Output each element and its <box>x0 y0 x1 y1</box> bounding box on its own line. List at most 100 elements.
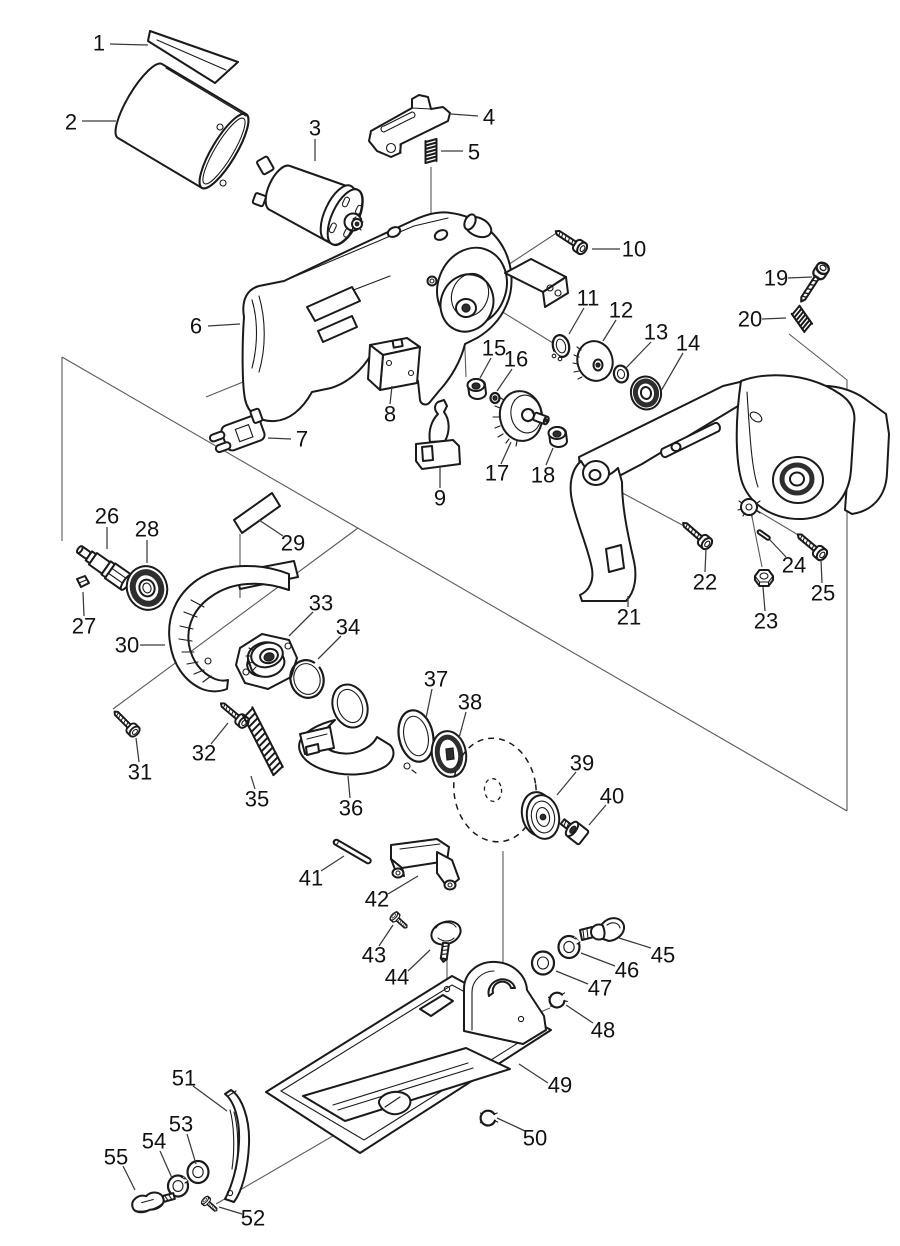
spindle-26-drawing <box>75 545 134 591</box>
part-label-32: 32 <box>192 741 216 766</box>
part-leader-16 <box>496 368 513 392</box>
compression-spring-drawing <box>424 138 438 164</box>
bushing-15-drawing <box>466 378 487 400</box>
part-label-26: 26 <box>95 504 119 529</box>
screw-52-drawing <box>199 1194 221 1215</box>
spring-washer-46-drawing <box>557 934 581 960</box>
part-label-27: 27 <box>72 614 96 639</box>
part-label-43: 43 <box>362 943 386 968</box>
spring-20-drawing <box>789 304 815 333</box>
part-leader-47 <box>555 970 589 985</box>
part-label-24: 24 <box>782 553 806 578</box>
screw-31-drawing <box>109 706 143 740</box>
part-leader-45 <box>618 937 652 949</box>
part-label-7: 7 <box>296 427 308 452</box>
part-label-33: 33 <box>309 591 333 616</box>
spring-35-drawing <box>242 706 284 777</box>
part-leader-41 <box>320 855 345 872</box>
spring-washer-54-drawing <box>166 1174 190 1198</box>
part-leader-31 <box>135 737 140 763</box>
part-leader-33 <box>288 611 314 637</box>
part-label-8: 8 <box>384 402 396 427</box>
handle-housing-drawing <box>569 374 890 602</box>
part-leader-23 <box>762 586 766 612</box>
part-label-3: 3 <box>309 116 321 141</box>
part-label-19: 19 <box>764 266 788 291</box>
part-label-6: 6 <box>190 314 202 339</box>
part-leader-1 <box>109 43 149 46</box>
part-leader-29 <box>258 519 284 537</box>
part-leader-8 <box>389 385 393 405</box>
safety-cover-drawing <box>298 683 395 776</box>
part-leader-53 <box>186 1133 197 1165</box>
ball-bearing-14-drawing <box>629 375 663 411</box>
part-label-10: 10 <box>622 237 646 262</box>
part-label-13: 13 <box>644 320 668 345</box>
part-leader-38 <box>458 711 467 739</box>
part-label-29: 29 <box>281 531 305 556</box>
e-ring-50-drawing <box>476 1107 502 1130</box>
part-label-38: 38 <box>458 690 482 715</box>
guide-rule-drawing <box>224 1089 251 1203</box>
part-leader-43 <box>378 924 394 947</box>
part-label-37: 37 <box>424 667 448 692</box>
part-label-23: 23 <box>754 609 778 634</box>
part-leader-18 <box>545 447 554 466</box>
screw-10-drawing <box>551 224 591 257</box>
part-label-25: 25 <box>811 581 835 606</box>
part-leader-37 <box>425 688 433 719</box>
switch-drawing <box>367 337 421 391</box>
part-leader-46 <box>580 952 616 967</box>
washer-13-drawing <box>612 364 630 384</box>
clamp-lever-45-drawing <box>579 917 626 942</box>
screw-43-drawing <box>388 910 411 933</box>
part-label-20: 20 <box>738 307 762 332</box>
gear-12-drawing <box>572 340 614 382</box>
e-ring-48-drawing <box>547 991 569 1009</box>
part-label-35: 35 <box>245 787 269 812</box>
part-leader-6 <box>207 323 241 327</box>
washer-53-drawing <box>186 1159 210 1185</box>
circlip-11-drawing <box>551 334 571 362</box>
ring-34-drawing <box>289 659 325 699</box>
part-label-44: 44 <box>385 965 409 990</box>
part-label-21: 21 <box>617 605 641 630</box>
part-label-14: 14 <box>676 331 700 356</box>
pin-24-drawing <box>756 529 771 541</box>
part-label-28: 28 <box>135 517 159 542</box>
part-label-40: 40 <box>600 784 624 809</box>
screw-22-drawing <box>677 517 716 553</box>
part-leader-25 <box>820 559 823 584</box>
dc-motor-drawing <box>251 155 364 246</box>
part-leader-34 <box>317 635 342 660</box>
hex-nut-23-drawing <box>754 569 774 587</box>
latch-bracket-drawing <box>368 94 451 158</box>
part-label-52: 52 <box>241 1206 265 1231</box>
ball-bearing-28-drawing <box>125 565 169 611</box>
hex-socket-bolt-drawing <box>559 818 590 846</box>
part-label-41: 41 <box>299 866 323 891</box>
part-leader-27 <box>82 591 85 617</box>
part-label-4: 4 <box>483 105 495 130</box>
part-label-45: 45 <box>651 943 675 968</box>
saw-blade-dashed-outline <box>453 737 537 843</box>
part-label-54: 54 <box>142 1129 166 1154</box>
key-27-drawing <box>76 575 90 588</box>
part-leader-42 <box>387 875 419 895</box>
part-leader-40 <box>588 804 607 826</box>
part-label-50: 50 <box>523 1126 547 1151</box>
part-leader-15 <box>479 357 492 379</box>
part-leader-51 <box>192 1085 228 1112</box>
lever-holder-drawing <box>390 838 460 891</box>
part-leader-20 <box>761 317 787 320</box>
part-leader-48 <box>565 1004 594 1024</box>
part-label-36: 36 <box>339 796 363 821</box>
part-leader-49 <box>518 1063 549 1084</box>
part-leader-12 <box>602 319 617 342</box>
part-label-49: 49 <box>548 1073 572 1098</box>
part-label-17: 17 <box>485 461 509 486</box>
base-plate-drawing <box>265 960 552 1154</box>
